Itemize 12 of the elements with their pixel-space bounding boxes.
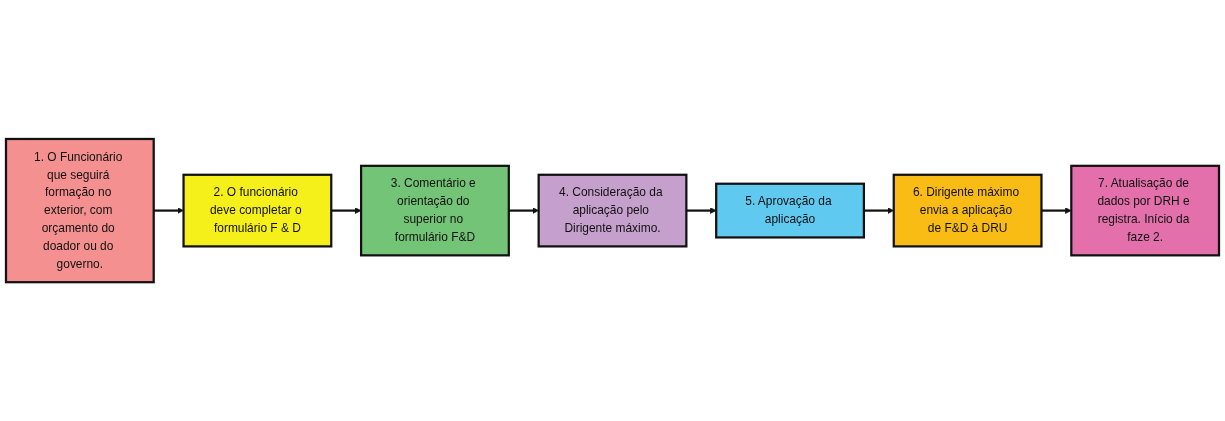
arrow [686,207,717,214]
node-box: 1. O Funcionário que seguirá formação no exterior, com orçamento do doador ou do governo. [4,137,155,284]
arrow [153,207,184,214]
node-box: 7. Atualisação de dados por DRH e registra. Início da faze 2. [1070,164,1221,257]
node-box: 6. Dirigente máximo envia a aplicação de F&D à DRU [892,173,1043,248]
node-box: 4. Consideração da aplicação pelo Dirigente máximo. [537,173,688,248]
arrow [1041,207,1072,214]
arrow [508,207,539,214]
node-box: 2. O funcionário deve completar o formulário F & D [182,173,333,248]
node-box: 3. Comentário e orientação do superior no formulário F&D [359,164,510,257]
node-box: 5. Aprovação da aplicação [715,182,866,239]
arrow [331,207,362,214]
